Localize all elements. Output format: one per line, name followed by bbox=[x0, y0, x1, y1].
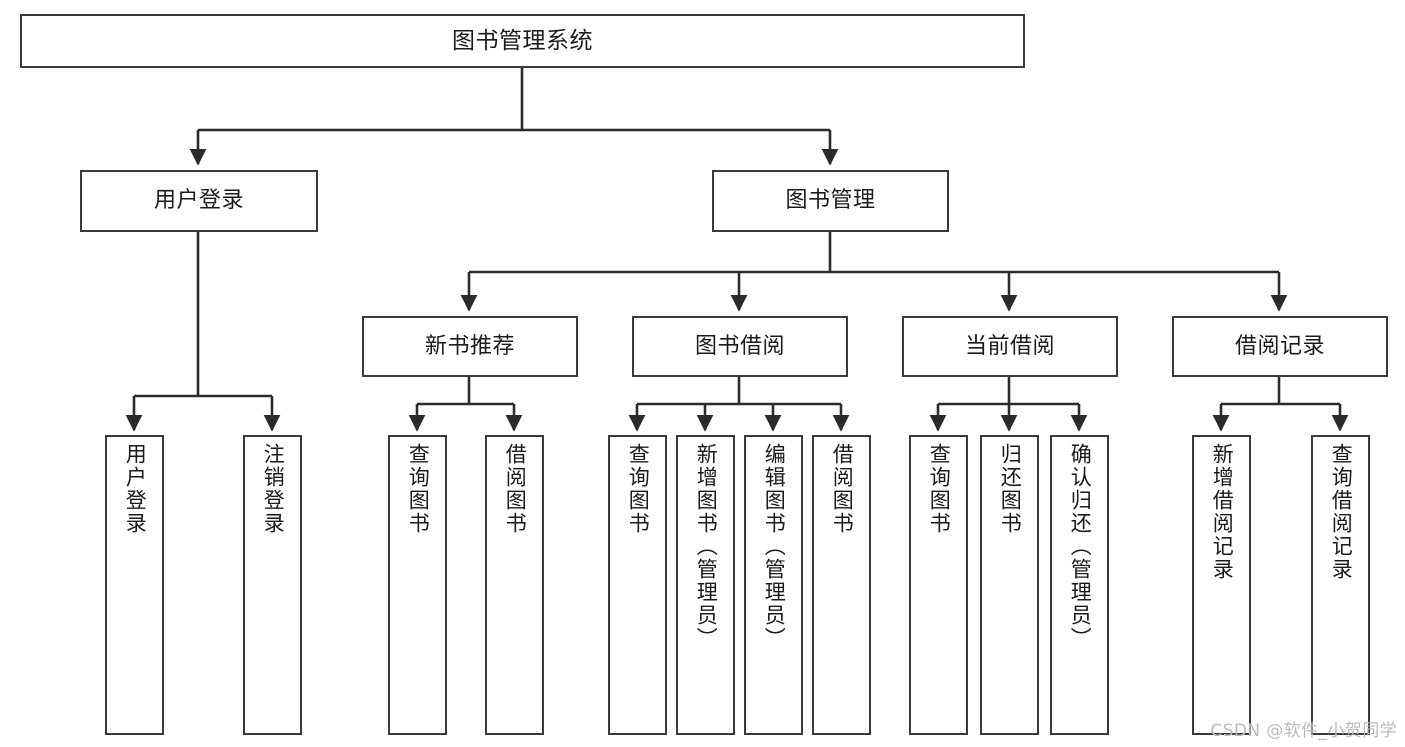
leaf-node-borrow-book-recommendation[interactable]: 借阅图书 bbox=[485, 435, 544, 735]
node-borrowing-record[interactable]: 借阅记录 bbox=[1172, 316, 1388, 377]
node-label: 查询图书 bbox=[406, 443, 431, 535]
leaf-node-confirm-return-admin[interactable]: 确认归还（管理员） bbox=[1050, 435, 1109, 735]
node-label: 新增借阅记录 bbox=[1210, 443, 1235, 581]
node-label: 图书管理系统 bbox=[452, 27, 593, 54]
node-label: 当前借阅 bbox=[964, 333, 1055, 359]
leaf-node-query-book-current[interactable]: 查询图书 bbox=[909, 435, 968, 735]
node-label: 新书推荐 bbox=[424, 333, 515, 359]
node-label: 注销登录 bbox=[261, 443, 286, 535]
leaf-node-return-book[interactable]: 归还图书 bbox=[980, 435, 1039, 735]
node-label: 查询图书 bbox=[927, 443, 952, 535]
leaf-node-user-logout[interactable]: 注销登录 bbox=[243, 435, 302, 735]
node-label: 借阅记录 bbox=[1234, 333, 1325, 359]
node-current-borrowing[interactable]: 当前借阅 bbox=[902, 316, 1118, 377]
leaf-node-query-book-recommendation[interactable]: 查询图书 bbox=[388, 435, 447, 735]
leaf-node-add-borrow-record[interactable]: 新增借阅记录 bbox=[1192, 435, 1251, 735]
leaf-node-borrow-book-borrowing[interactable]: 借阅图书 bbox=[812, 435, 871, 735]
node-label: 用户登录 bbox=[153, 188, 244, 214]
node-label: 图书管理 bbox=[785, 188, 876, 214]
watermark-text: CSDN @软件_小贺同学 bbox=[1210, 721, 1397, 741]
node-user-login[interactable]: 用户登录 bbox=[80, 170, 318, 232]
node-label: 查询借阅记录 bbox=[1329, 443, 1354, 581]
node-book-management[interactable]: 图书管理 bbox=[712, 170, 949, 232]
node-label: 图书借阅 bbox=[694, 333, 785, 359]
node-label: 借阅图书 bbox=[830, 443, 855, 535]
node-new-book-recommendation[interactable]: 新书推荐 bbox=[362, 316, 578, 377]
node-root-book-management-system[interactable]: 图书管理系统 bbox=[20, 14, 1025, 68]
node-label: 归还图书 bbox=[998, 443, 1023, 535]
node-label: 用户登录 bbox=[123, 443, 148, 535]
node-label: 借阅图书 bbox=[503, 443, 528, 535]
node-label: 新增图书（管理员） bbox=[694, 443, 719, 650]
leaf-node-query-borrow-record[interactable]: 查询借阅记录 bbox=[1311, 435, 1370, 735]
node-label: 查询图书 bbox=[626, 443, 651, 535]
leaf-node-add-book-admin[interactable]: 新增图书（管理员） bbox=[676, 435, 735, 735]
node-label: 确认归还（管理员） bbox=[1068, 443, 1093, 650]
node-book-borrowing[interactable]: 图书借阅 bbox=[632, 316, 848, 377]
leaf-node-query-book-borrowing[interactable]: 查询图书 bbox=[608, 435, 667, 735]
leaf-node-user-login[interactable]: 用户登录 bbox=[105, 435, 164, 735]
leaf-node-edit-book-admin[interactable]: 编辑图书（管理员） bbox=[744, 435, 803, 735]
node-label: 编辑图书（管理员） bbox=[762, 443, 787, 650]
